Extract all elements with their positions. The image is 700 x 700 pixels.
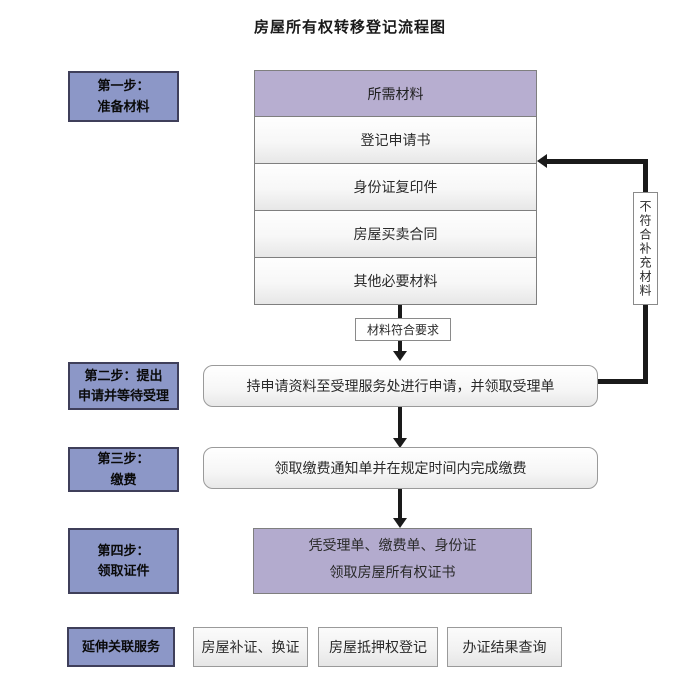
material-item: 身份证复印件 — [254, 164, 537, 211]
service-box-mortgage: 房屋抵押权登记 — [318, 627, 438, 667]
flow-line-3 — [398, 489, 402, 518]
service-box-query: 办证结果查询 — [447, 627, 562, 667]
materials-table: 所需材料 登记申请书 身份证复印件 房屋买卖合同 其他必要材料 — [254, 70, 537, 305]
step3-label-box: 第三步： 缴费 — [68, 447, 179, 492]
arrow-left-icon — [537, 154, 547, 168]
pay-box: 领取缴费通知单并在规定时间内完成缴费 — [203, 447, 598, 489]
service-box-reissue: 房屋补证、换证 — [193, 627, 308, 667]
material-item: 其他必要材料 — [254, 258, 537, 305]
feedback-line-top — [546, 159, 648, 164]
materials-header: 所需材料 — [254, 70, 537, 117]
step4-label-box: 第四步： 领取证件 — [68, 528, 179, 594]
condition-pass-label: 材料符合要求 — [355, 318, 451, 341]
material-item: 房屋买卖合同 — [254, 211, 537, 258]
certificate-box: 凭受理单、缴费单、身份证 领取房屋所有权证书 — [253, 528, 532, 594]
material-item: 登记申请书 — [254, 117, 537, 164]
apply-box: 持申请资料至受理服务处进行申请，并领取受理单 — [203, 365, 598, 407]
arrow-down-icon — [393, 438, 407, 448]
step1-label-box: 第一步： 准备材料 — [68, 71, 179, 122]
page-title: 房屋所有权转移登记流程图 — [253, 19, 446, 36]
condition-fail-label: 不符合补充材料 — [633, 192, 658, 305]
step2-label-box: 第二步：提出 申请并等待受理 — [68, 362, 179, 410]
arrow-down-icon — [393, 351, 407, 361]
flow-line-2 — [398, 407, 402, 438]
services-label-box: 延伸关联服务 — [67, 627, 175, 667]
feedback-line-bottom — [598, 379, 648, 384]
arrow-down-icon — [393, 518, 407, 528]
